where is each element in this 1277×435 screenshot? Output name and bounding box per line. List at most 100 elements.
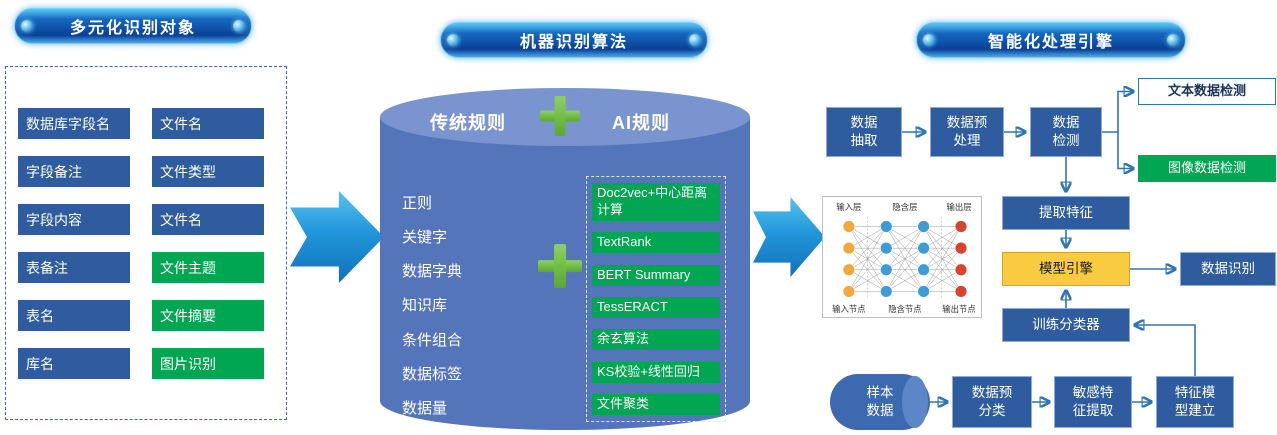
plus-icon [540,96,580,136]
left-section-header: 多元化识别对象 [14,8,252,44]
node-text-data-detection: 文本数据检测 [1138,78,1276,105]
plus-bar-vertical [554,96,566,136]
node-pre-classification: 数据预分类 [952,376,1032,428]
node-feature-model-building: 特征模型建立 [1156,376,1234,428]
nn-node [842,241,856,255]
ai-rule-bert-summary: BERT Summary [592,264,720,286]
nn-node [880,263,893,276]
nn-edge [923,269,962,292]
ai-rule-textrank: TextRank [592,232,720,254]
middle-section-header: 机器识别算法 [440,22,708,58]
arrow-objects-to-algorithms-icon [290,191,384,283]
connector-feature-model-to-classifier [1135,325,1196,376]
nn-edge [923,226,962,270]
nn-node [842,263,856,276]
object-box-field-comment: 字段备注 [18,156,130,187]
nn-label-hidden-node: 隐含节点 [888,304,921,314]
objects-panel [5,66,287,420]
nn-node [842,220,856,233]
nn-edge [886,269,924,292]
node-sample-data: 样本数据 [830,374,930,430]
left-section-title: 多元化识别对象 [69,20,196,37]
ai-rule-ks-regression: KS校验+线性回归 [592,361,720,383]
object-box-file-subject: 文件主题 [152,252,264,283]
nn-label-hidden-layer: 隐含层 [892,202,917,212]
trad-rule-data-dictionary: 数据字典 [402,263,463,281]
nn-label-input-layer: 输入层 [836,202,861,212]
nn-edge [923,226,962,249]
nn-edge [886,226,924,292]
nn-edge [848,226,887,270]
neural-network-panel: 输入层 隐含层 输出层 输入节点 隐含节点 输出节点 [822,196,982,318]
node-data-detection: 数据检测 [1030,107,1102,157]
plus-bar-vertical [554,244,566,288]
nn-edge [886,226,924,270]
trad-rule-knowledge-base: 知识库 [402,297,448,315]
nn-edge [886,247,924,292]
trad-rule-condition-combo: 条件组合 [402,331,463,349]
nn-node [880,285,893,298]
node-image-data-detection: 图像数据检测 [1138,155,1276,182]
trad-rule-data-label: 数据标签 [402,365,463,383]
nn-node [954,285,968,298]
object-box-db-field-name: 数据库字段名 [18,108,130,139]
node-data-recognition: 数据识别 [1180,252,1276,286]
object-box-file-type: 文件类型 [152,156,264,187]
nn-node [954,241,968,255]
nn-edge [848,226,887,292]
object-box-field-content: 字段内容 [18,204,130,235]
nn-label-output-layer: 输出层 [947,202,972,212]
nn-edges [848,226,962,292]
nn-label-input-node: 输入节点 [832,304,865,314]
neural-network-figure: 输入层 隐含层 输出层 输入节点 隐含节点 输出节点 [832,202,976,314]
ai-rule-tesseract: TessERACT [592,296,720,318]
node-feature-extraction: 提取特征 [1002,196,1130,230]
nn-edge [886,226,924,249]
object-box-file-name: 文件名 [152,108,264,139]
nn-node [842,285,856,298]
node-data-extraction: 数据抽取 [826,107,902,157]
nn-node [880,220,893,233]
connector-detection-to-image-detection [1117,132,1133,169]
object-box-table-comment: 表备注 [18,252,130,283]
nn-node [917,263,930,276]
nn-edge [923,226,962,292]
trad-rule-regex: 正则 [402,195,433,212]
nn-edge [923,247,962,292]
nn-node [917,241,930,255]
nn-edge [848,247,887,292]
ai-rule-doc2vec: Doc2vec+中心距离计算 [592,183,720,221]
nn-node [954,263,968,276]
node-data-preprocessing: 数据预处理 [930,107,1004,157]
right-section-header: 智能化处理引擎 [916,22,1186,58]
right-section-title: 智能化处理引擎 [987,34,1114,51]
nn-label-output-node: 输出节点 [942,304,975,314]
nn-node [917,285,930,298]
nn-node [880,241,893,255]
node-model-engine: 模型引擎 [1002,252,1130,286]
nn-node [917,220,930,233]
ai-rule-file-clustering: 文件聚类 [592,394,720,415]
ai-rules-header: AI规则 [612,113,670,133]
algorithms-cylinder: 传统规则 AI规则 正则 关键字 数据字典 知识库 条件组合 数据标签 数据量 … [380,88,750,430]
traditional-rules-header: 传统规则 [430,113,506,133]
plus-icon [538,244,582,288]
trad-rule-keyword: 关键字 [402,229,448,247]
arrow-algorithms-to-engine-icon [753,197,825,277]
middle-section-title: 机器识别算法 [519,34,628,51]
ai-rules-list: Doc2vec+中心距离计算 TextRank BERT Summary Tes… [586,176,726,422]
traditional-rules-list: 正则 关键字 数据字典 知识库 条件组合 数据标签 数据量 [402,192,532,418]
trad-rule-data-volume: 数据量 [402,399,448,417]
object-box-database-name: 库名 [18,348,130,379]
object-box-file-summary: 文件摘要 [152,300,264,331]
node-classifier-training: 训练分类器 [1002,308,1130,342]
object-box-table-name: 表名 [18,300,130,331]
ai-rule-cosine: 余玄算法 [592,329,720,351]
cylinder-cap [902,376,928,428]
nn-nodes [842,220,968,298]
nn-node [954,220,968,233]
node-sensitive-feature-extraction: 敏感特征提取 [1054,376,1132,428]
object-box-file-name-2: 文件名 [152,204,264,235]
connector-detection-to-text-detection [1102,92,1133,133]
